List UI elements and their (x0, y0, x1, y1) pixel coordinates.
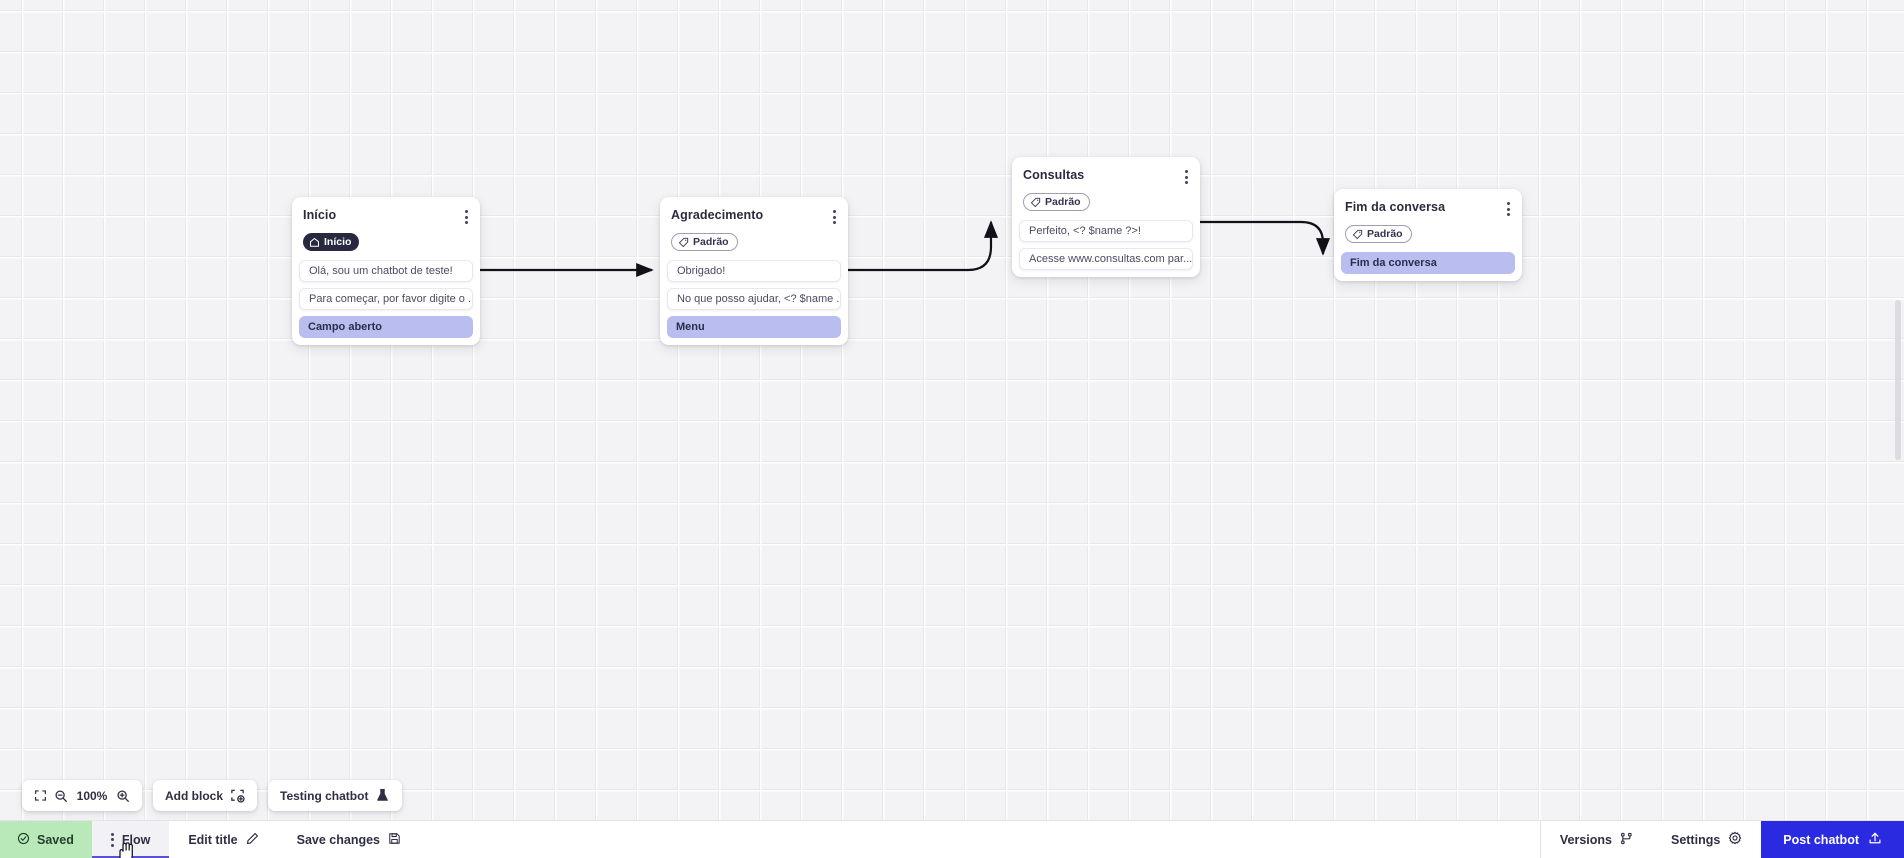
flow-node-inicio[interactable]: Início Início Olá, sou um chatbot de tes… (292, 197, 480, 345)
flow-edges (478, 220, 1331, 278)
flask-icon (375, 788, 390, 803)
zoom-in-icon[interactable] (116, 789, 130, 803)
node-row-message[interactable]: Acesse www.consultas.com par... (1019, 247, 1193, 270)
testing-chatbot-label: Testing chatbot (280, 788, 369, 803)
tab-flow[interactable]: Flow (91, 821, 170, 858)
node-title: Início (303, 208, 337, 222)
node-badge-row: Início (292, 226, 480, 253)
node-rows: Fim da conversa (1334, 245, 1522, 274)
node-row-message[interactable]: No que posso ajudar, <? $name ... (667, 287, 841, 310)
node-row-message[interactable]: Olá, sou um chatbot de teste! (299, 259, 473, 282)
post-chatbot-button[interactable]: Post chatbot (1761, 821, 1904, 858)
tag-icon (1030, 197, 1041, 207)
node-header: Fim da conversa (1334, 189, 1522, 218)
bottom-bar-right: Versions Settings (1539, 821, 1904, 858)
node-badge-standard[interactable]: Padrão (1023, 193, 1090, 211)
node-header: Consultas (1012, 157, 1200, 186)
node-badge-standard[interactable]: Padrão (1345, 225, 1412, 243)
node-title: Consultas (1023, 168, 1085, 182)
node-row-action[interactable]: Campo aberto (299, 315, 473, 338)
zoom-controls: 100% (22, 780, 142, 811)
vertical-scrollbar-thumb[interactable] (1895, 300, 1901, 460)
floppy-disk-icon (388, 832, 401, 848)
bottom-bar: Saved Flow Edit title Save changes (0, 820, 1904, 858)
node-row-message[interactable]: Obrigado! (667, 259, 841, 282)
node-header: Início (292, 197, 480, 226)
pencil-icon (246, 832, 259, 848)
bottom-bar-left: Saved Flow Edit title Save changes (0, 821, 420, 858)
flow-node-fim-da-conversa[interactable]: Fim da conversa Padrão Fim da conversa (1334, 189, 1522, 281)
node-menu-button[interactable] (1182, 168, 1191, 186)
tab-flow-label: Flow (121, 832, 151, 847)
home-icon (309, 237, 320, 247)
node-badge-label: Padrão (1045, 195, 1081, 208)
add-block-icon (230, 788, 245, 803)
add-block-label: Add block (165, 788, 224, 803)
node-badge-label: Início (324, 235, 352, 248)
node-title: Fim da conversa (1345, 200, 1446, 214)
node-badge-standard[interactable]: Padrão (671, 233, 738, 251)
edge-agradecimento-consultas (846, 220, 999, 272)
settings-label: Settings (1670, 832, 1721, 847)
zoom-level-value: 100% (76, 788, 108, 803)
node-rows: Obrigado! No que posso ajudar, <? $name … (660, 253, 848, 338)
zoom-out-icon[interactable] (54, 789, 68, 803)
node-menu-button[interactable] (462, 208, 471, 226)
edit-title-label: Edit title (188, 832, 238, 847)
node-menu-button[interactable] (1504, 200, 1513, 218)
node-rows: Perfeito, <? $name ?>! Acesse www.consul… (1012, 213, 1200, 270)
save-changes-label: Save changes (296, 832, 381, 847)
gear-icon (1728, 831, 1742, 848)
versions-button[interactable]: Versions (1539, 821, 1652, 858)
node-rows: Olá, sou um chatbot de teste! Para começ… (292, 253, 480, 338)
node-badge-label: Padrão (1367, 227, 1403, 240)
node-badge-start[interactable]: Início (303, 233, 360, 251)
canvas-toolbar: 100% Add block Testing chatbot (22, 780, 403, 811)
versions-label: Versions (1559, 832, 1612, 847)
node-badge-row: Padrão (660, 226, 848, 253)
node-row-action[interactable]: Menu (667, 315, 841, 338)
node-badge-row: Padrão (1012, 186, 1200, 213)
node-row-action[interactable]: Fim da conversa (1341, 251, 1515, 274)
flow-node-consultas[interactable]: Consultas Padrão Perfeito, <? $name ?>! … (1012, 157, 1200, 277)
node-row-message[interactable]: Para começar, por favor digite o ... (299, 287, 473, 310)
drag-dots-icon[interactable] (110, 832, 114, 847)
node-header: Agradecimento (660, 197, 848, 226)
post-chatbot-label: Post chatbot (1783, 832, 1859, 847)
branch-icon (1620, 832, 1633, 848)
add-block-button[interactable]: Add block (153, 780, 258, 811)
flow-node-agradecimento[interactable]: Agradecimento Padrão Obrigado! No que po… (660, 197, 848, 345)
saved-status-badge: Saved (0, 821, 92, 858)
check-circle-icon (17, 832, 30, 848)
edit-title-button[interactable]: Edit title (169, 821, 277, 858)
fit-screen-icon[interactable] (34, 789, 47, 802)
node-badge-row: Padrão (1334, 218, 1522, 245)
vertical-scrollbar[interactable] (1892, 0, 1904, 820)
tag-icon (678, 237, 689, 247)
upload-icon (1868, 831, 1882, 848)
flow-canvas[interactable]: Início Início Olá, sou um chatbot de tes… (0, 0, 1904, 820)
edge-consultas-fim (1200, 220, 1331, 256)
node-badge-label: Padrão (693, 235, 729, 248)
saved-status-label: Saved (37, 832, 74, 847)
testing-chatbot-button[interactable]: Testing chatbot (268, 780, 403, 811)
node-menu-button[interactable] (830, 208, 839, 226)
save-changes-button[interactable]: Save changes (278, 821, 420, 858)
tag-icon (1352, 229, 1363, 239)
node-row-message[interactable]: Perfeito, <? $name ?>! (1019, 219, 1193, 242)
node-title: Agradecimento (671, 208, 764, 222)
settings-button[interactable]: Settings (1652, 821, 1761, 858)
